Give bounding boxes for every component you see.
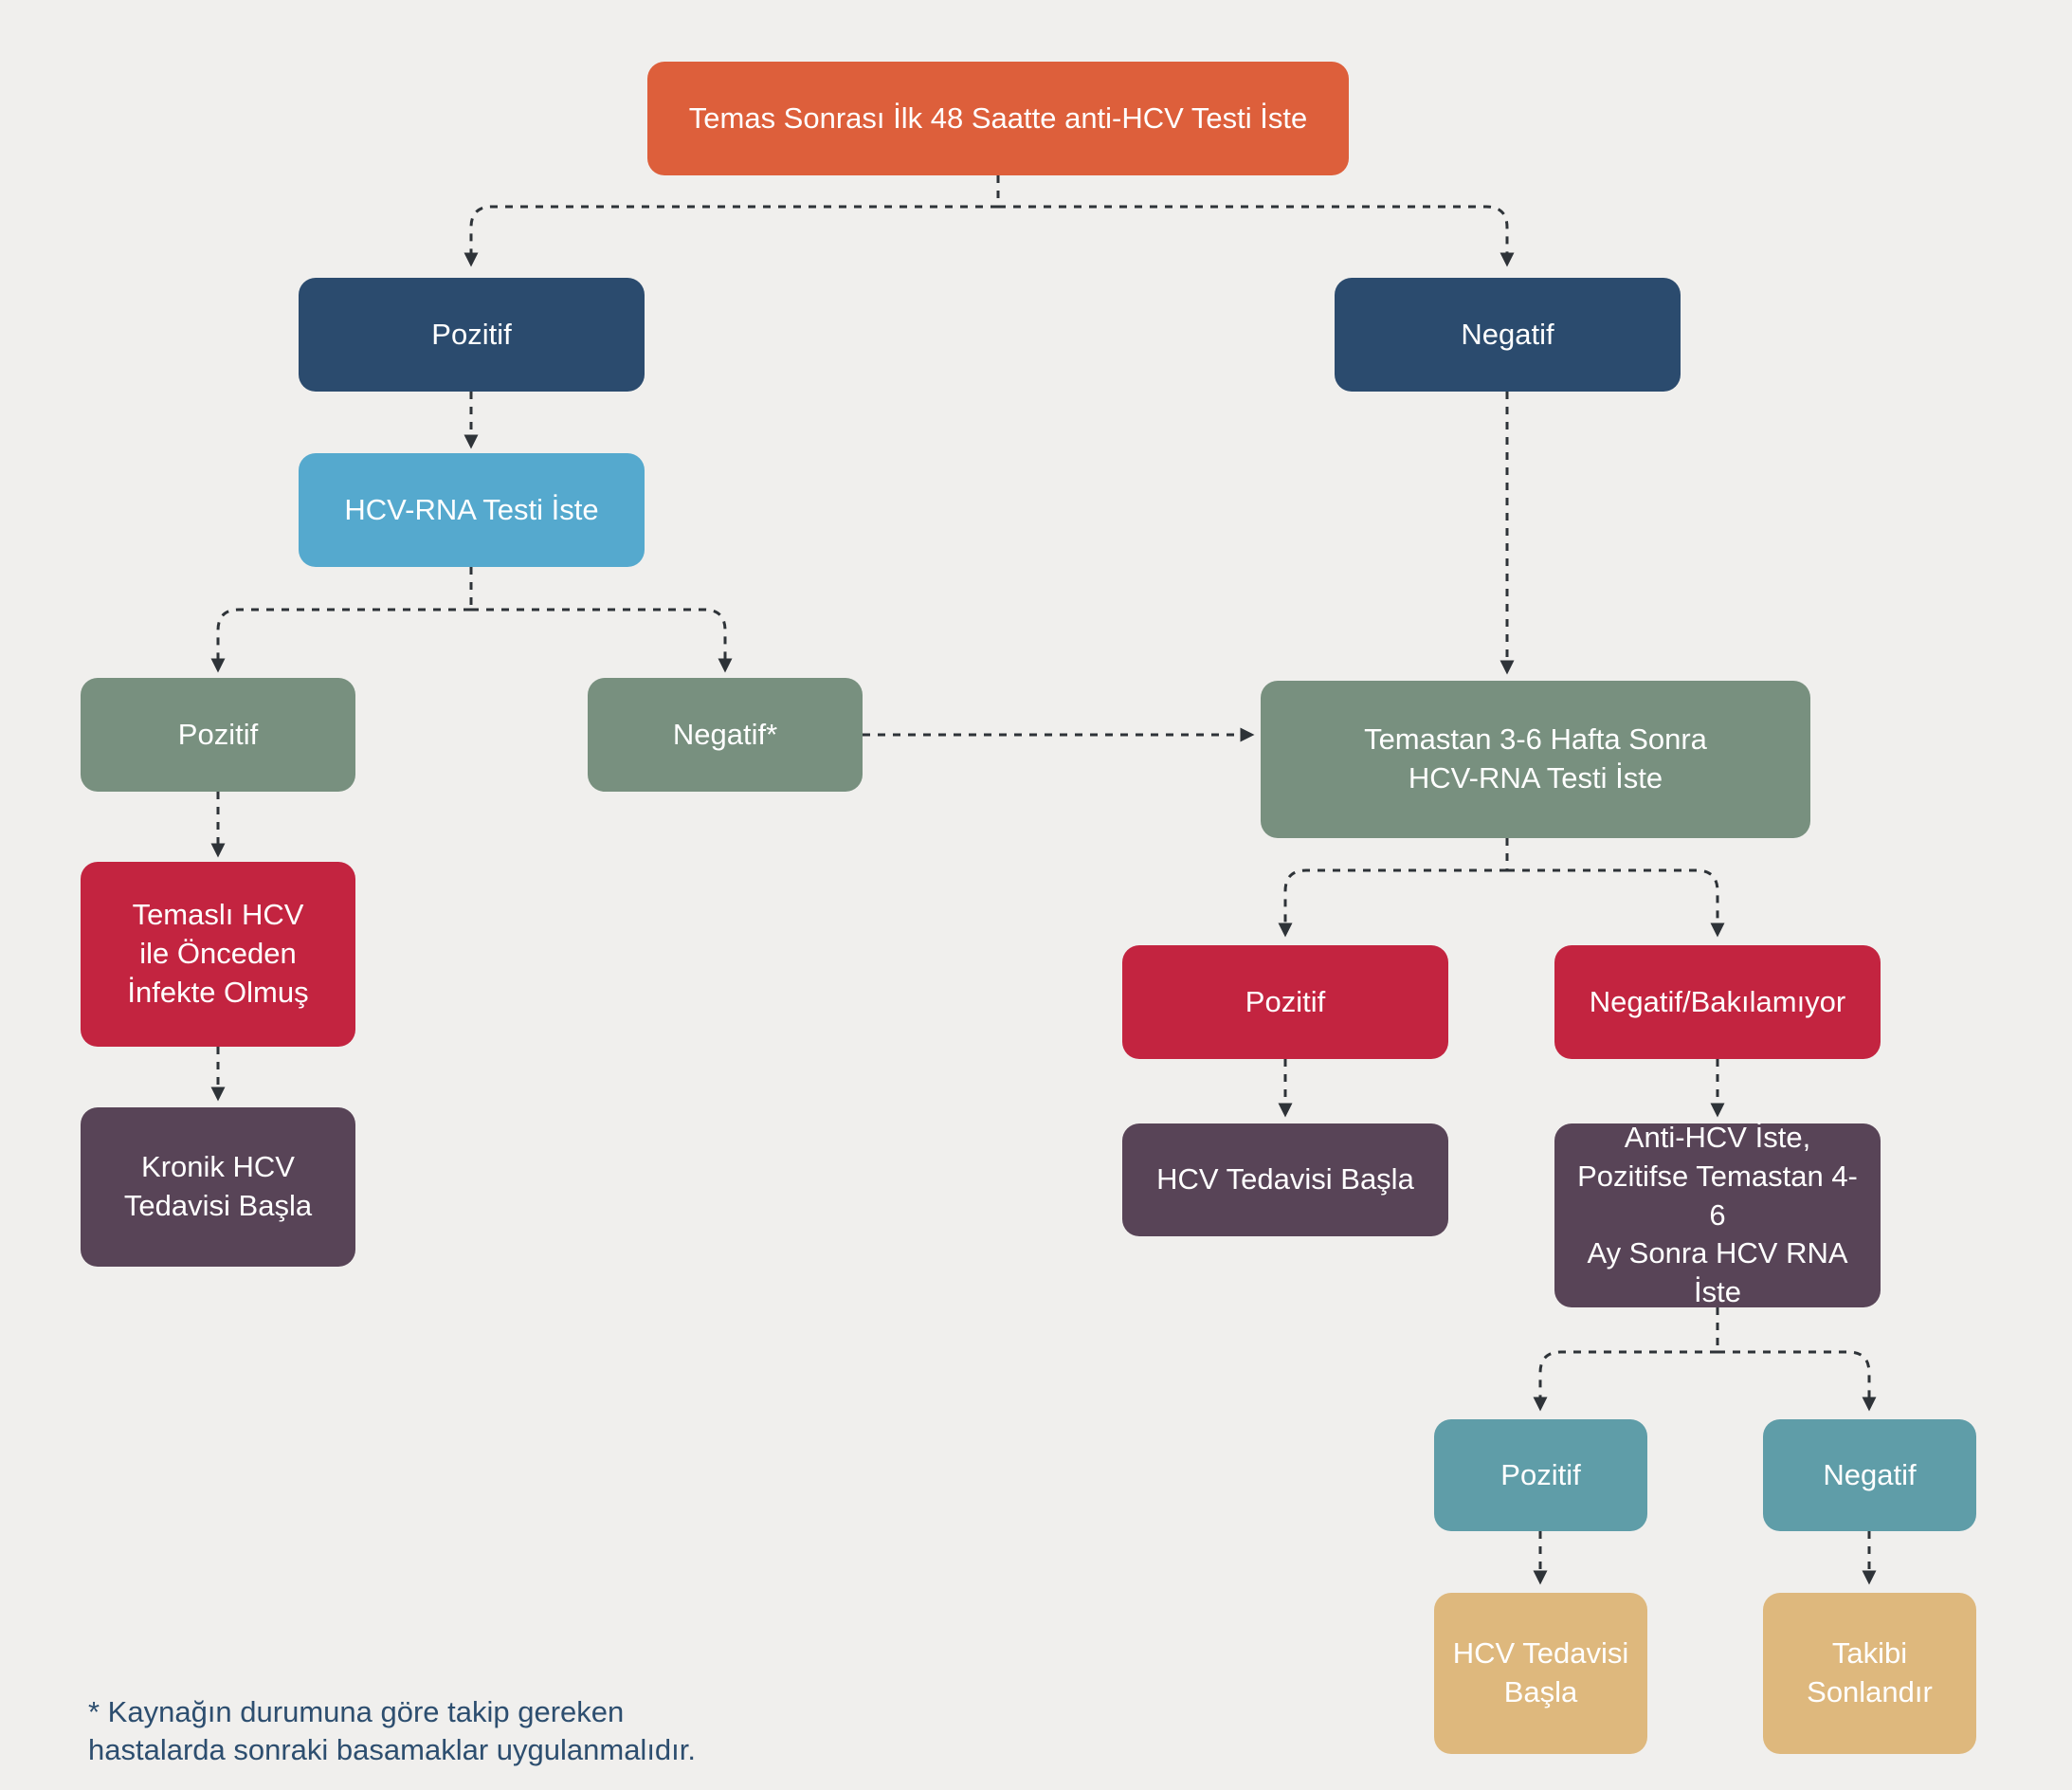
node-pozitif-antihcv: Pozitif <box>299 278 645 392</box>
node-kronik-hcv-tedavisi: Kronik HCV Tedavisi Başla <box>81 1107 355 1267</box>
node-negatif-bakilamiyor: Negatif/Bakılamıyor <box>1554 945 1881 1059</box>
node-negatif-4-6-ay: Negatif <box>1763 1419 1976 1531</box>
edge-hcvrna-negatif <box>471 608 733 673</box>
edge-hcvrna-pozitif <box>210 608 471 673</box>
edge-antihcv-negatif <box>1718 1350 1877 1412</box>
node-pozitif-4-6-ay: Pozitif <box>1434 1419 1647 1531</box>
edge-temastan-negbak <box>1507 868 1725 938</box>
node-negatif-hcvrna: Negatif* <box>588 678 863 792</box>
node-negatif-antihcv: Negatif <box>1335 278 1681 392</box>
node-hcv-tedavisi-basla-final: HCV Tedavisi Başla <box>1434 1593 1647 1754</box>
edge-antihcv-pozitif <box>1533 1350 1718 1412</box>
node-pozitif-hcvrna: Pozitif <box>81 678 355 792</box>
footnote: * Kaynağın durumuna göre takip gereken h… <box>88 1695 697 1767</box>
node-pozitif-3-6-hafta: Pozitif <box>1122 945 1448 1059</box>
node-hcv-tedavisi-basla: HCV Tedavisi Başla <box>1122 1123 1448 1236</box>
edge-start-pozitif <box>463 205 998 267</box>
edge-start-negatif <box>998 205 1515 267</box>
node-hcvrna-testi-iste: HCV-RNA Testi İste <box>299 453 645 567</box>
node-temasli-onceden-infekte: Temaslı HCV ile Önceden İnfekte Olmuş <box>81 862 355 1047</box>
node-takibi-sonlandir: Takibi Sonlandır <box>1763 1593 1976 1754</box>
node-temastan-3-6-hafta: Temastan 3-6 Hafta Sonra HCV-RNA Testi İ… <box>1261 681 1810 838</box>
node-start: Temas Sonrası İlk 48 Saatte anti-HCV Tes… <box>647 62 1349 175</box>
edge-temastan-pozitif <box>1278 868 1507 938</box>
node-antihcv-iste-4-6-ay: Anti-HCV İste, Pozitifse Temastan 4-6 Ay… <box>1554 1121 1881 1308</box>
